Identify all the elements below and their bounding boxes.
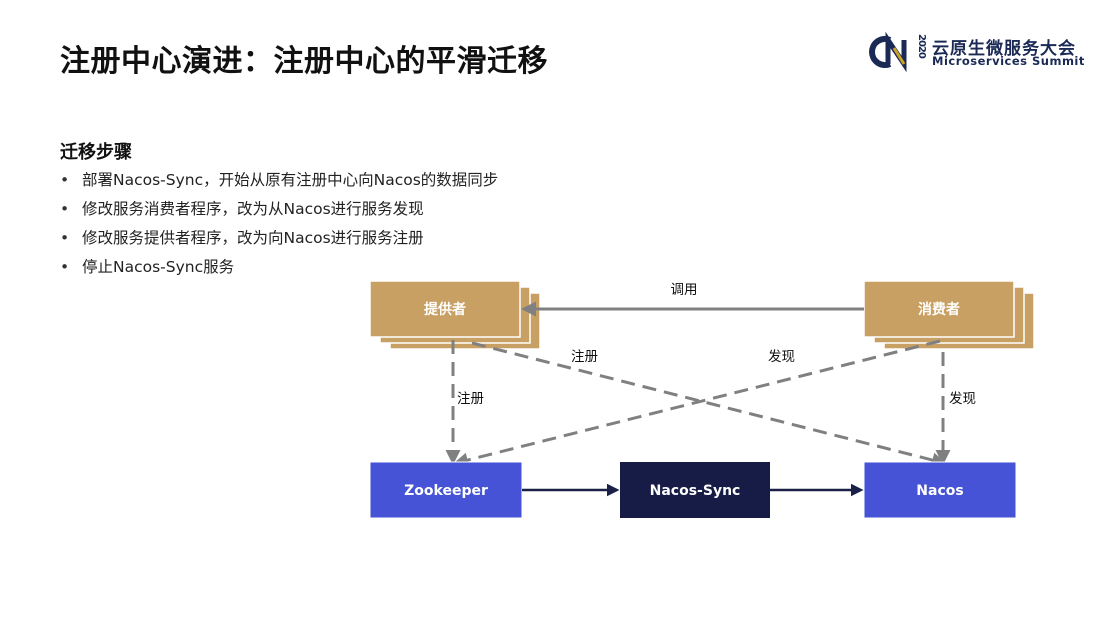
bullet: • xyxy=(60,171,70,189)
bullet: • xyxy=(60,200,70,218)
list-item: • 修改服务消费者程序，改为从Nacos进行服务发现 xyxy=(60,195,498,224)
nacos-sync-label: Nacos-Sync xyxy=(650,483,741,499)
logo-english-name: Microservices Summit xyxy=(932,54,1085,68)
nacos-label: Nacos xyxy=(916,483,963,499)
step-text: 修改服务消费者程序，改为从Nacos进行服务发现 xyxy=(82,200,424,218)
provider-label: 提供者 xyxy=(424,301,466,318)
logo-chinese-name: 云原生微服务大会 xyxy=(932,39,1076,59)
nacos-node: Nacos xyxy=(863,461,1017,519)
logo-year: 2020 xyxy=(916,34,927,58)
discover-down-label: 发现 xyxy=(949,391,976,407)
step-text: 部署Nacos-Sync，开始从原有注册中心向Nacos的数据同步 xyxy=(82,171,499,189)
consumer-node: 消费者 xyxy=(863,280,1035,350)
list-item: • 修改服务提供者程序，改为向Nacos进行服务注册 xyxy=(60,224,498,253)
page-title: 注册中心演进：注册中心的平滑迁移 xyxy=(60,44,548,79)
consumer-label: 消费者 xyxy=(918,301,960,318)
event-logo: 2020 云原生微服务大会 Microservices Summit xyxy=(868,32,1084,72)
cn-logo-icon xyxy=(869,32,907,72)
list-item: • 部署Nacos-Sync，开始从原有注册中心向Nacos的数据同步 xyxy=(60,166,498,195)
bullet: • xyxy=(60,229,70,247)
zookeeper-label: Zookeeper xyxy=(404,483,488,499)
provider-node: 提供者 xyxy=(369,280,541,350)
steps-list: • 部署Nacos-Sync，开始从原有注册中心向Nacos的数据同步 • 修改服务… xyxy=(60,166,498,282)
register-down-label: 注册 xyxy=(457,391,484,407)
step-text: 停止Nacos-Sync服务 xyxy=(82,258,235,276)
discover-cross-label: 发现 xyxy=(768,349,795,365)
provider-register-nacos-line xyxy=(471,341,947,468)
consumer-discover-zookeeper-line xyxy=(453,339,941,468)
zookeeper-node: Zookeeper xyxy=(369,461,523,519)
step-text: 修改服务提供者程序，改为向Nacos进行服务注册 xyxy=(82,229,424,247)
steps-heading: 迁移步骤 xyxy=(60,142,132,163)
invoke-label: 调用 xyxy=(671,282,698,298)
bullet: • xyxy=(60,258,70,276)
nacos-sync-node: Nacos-Sync xyxy=(620,462,770,518)
list-item: • 停止Nacos-Sync服务 xyxy=(60,253,498,282)
register-cross-label: 注册 xyxy=(571,349,598,365)
